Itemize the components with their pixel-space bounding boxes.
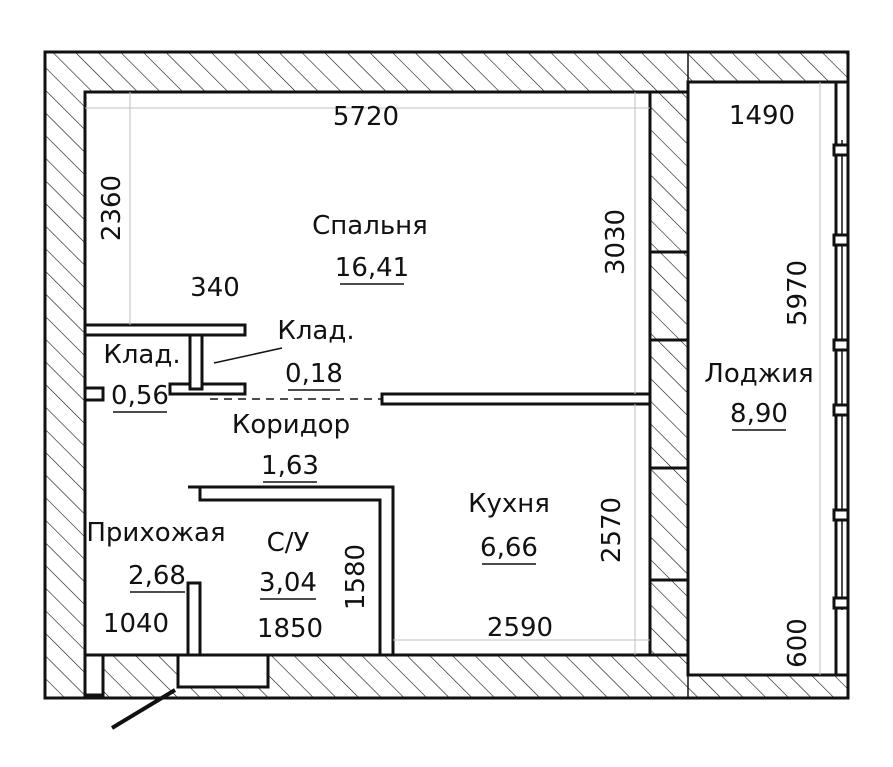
window-mullion-5 <box>832 508 850 522</box>
dim-bedroom-width: 5720 <box>333 102 399 132</box>
window-mullion-3 <box>832 338 850 352</box>
window-mullion-4 <box>832 403 850 417</box>
dim-bedroom-left-height: 2360 <box>97 175 127 241</box>
entry-door <box>110 688 177 730</box>
window-mullion-6 <box>832 596 850 610</box>
hallway-name: Прихожая <box>86 518 225 548</box>
window-mullion-1 <box>832 143 850 157</box>
corridor-name: Коридор <box>232 410 350 440</box>
closet-small-area: 0,18 <box>285 359 343 389</box>
hallway-bath-divider <box>186 581 202 657</box>
dim-hallway-width: 1040 <box>103 609 169 639</box>
kitchen-name: Кухня <box>468 489 550 519</box>
dim-bathroom-height: 1580 <box>341 544 371 610</box>
closet-vertical-partition <box>188 333 204 391</box>
closet-stub <box>83 386 105 402</box>
loggia-name: Лоджия <box>704 359 813 389</box>
dim-loggia-length: 5970 <box>783 260 813 326</box>
middle-pillar <box>648 338 690 470</box>
bedroom-name: Спальня <box>312 211 428 241</box>
closet-top-partition <box>83 323 247 337</box>
bathroom-walls <box>188 485 395 657</box>
closet-bottom-partition <box>168 382 247 396</box>
closet-leader-line <box>213 347 283 364</box>
entry-stub <box>83 653 105 697</box>
closet-left-name: Клад. <box>103 340 180 370</box>
corridor-partition <box>380 392 652 406</box>
dim-loggia-bottom: 600 <box>783 618 813 668</box>
kitchen-right-wall <box>648 578 690 657</box>
corridor-area: 1,63 <box>261 451 319 481</box>
dim-kitchen-height: 2570 <box>597 497 627 563</box>
bathroom-name: С/У <box>267 528 310 558</box>
loggia-area: 8,90 <box>730 399 788 429</box>
hallway-area: 2,68 <box>128 561 186 591</box>
dim-loggia-width: 1490 <box>729 101 795 131</box>
bedroom-area: 16,41 <box>335 253 409 283</box>
dim-bedroom-right-height: 3030 <box>601 209 631 275</box>
dim-kitchen-width: 2590 <box>487 613 553 643</box>
bathroom-area: 3,04 <box>259 568 317 598</box>
dim-closet-width: 340 <box>190 273 240 303</box>
dim-bathroom-width: 1850 <box>257 614 323 644</box>
closet-small-name: Клад. <box>277 316 354 346</box>
closet-left-area: 0,56 <box>111 381 169 411</box>
bedroom-right-wall <box>648 90 690 254</box>
kitchen-area: 6,66 <box>480 533 538 563</box>
window-mullion-2 <box>832 233 850 247</box>
bottom-niche <box>176 653 270 689</box>
